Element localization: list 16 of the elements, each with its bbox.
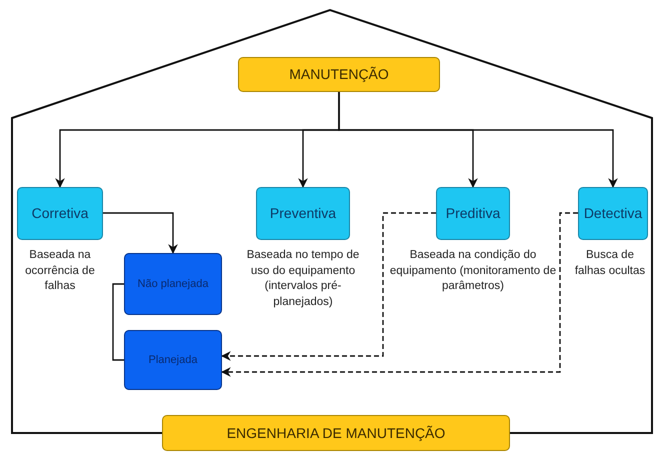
arrow [221,212,578,377]
description-text: Busca de falhas ocultas [574,248,646,279]
category-box: Não planejada [124,253,222,315]
category-box: Preditiva [436,187,510,240]
description-text: Baseada na ocorrência de falhas [24,248,96,294]
description-text: Baseada no tempo de uso do equipamento (intervalos pré-planejados) [246,248,360,310]
category-box: Preventiva [256,187,350,240]
arrow [103,212,178,254]
arrow [221,212,436,361]
title-box: ENGENHARIA DE MANUTENÇÃO [162,415,510,451]
title-box: MANUTENÇÃO [238,57,440,92]
arrow [338,92,618,188]
category-box: Corretiva [17,187,103,240]
category-box: Detectiva [578,187,648,240]
category-box: Planejada [124,330,222,390]
description-text: Baseada na condição do equipamento (monitoramento de parâmetros) [389,248,557,294]
